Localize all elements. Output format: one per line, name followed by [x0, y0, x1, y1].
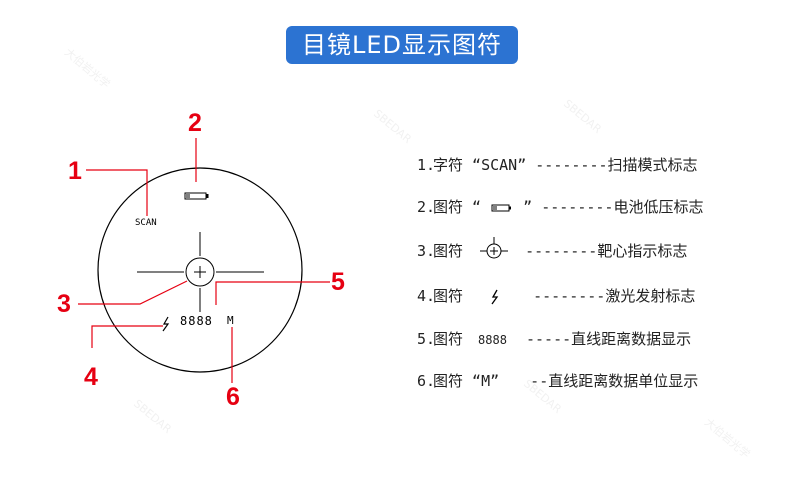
callout-5: 5 [331, 268, 345, 296]
legend-dashes: -------- [541, 198, 614, 216]
legend-index: 5. [417, 330, 436, 348]
legend-dashes: -------- [533, 287, 606, 305]
legend-symbol: “ ” [472, 198, 533, 216]
legend-label: 图符 [433, 241, 464, 260]
legend-desc: 直线距离数据显示 [571, 330, 692, 348]
legend-desc: 靶心指示标志 [597, 241, 688, 260]
legend-index: 2. [417, 198, 436, 216]
legend-label: 图符 [433, 372, 464, 390]
callout-6: 6 [226, 383, 240, 411]
legend-symbol [490, 284, 500, 308]
legend-desc: 直线距离数据单位显示 [548, 372, 699, 390]
legend-dashes: -------- [525, 241, 598, 260]
distance-digits: 8888 [180, 314, 213, 328]
battery-icon [491, 204, 512, 211]
laser-icon [162, 316, 170, 332]
legend-item-crosshair: 3.图符 --------靶心指示标志 [417, 237, 687, 261]
legend-item-battery: 2.图符 “ ” --------电池低压标志 [417, 195, 703, 219]
legend-label: 图符 [433, 287, 464, 305]
legend-item-digits: 5.图符 8888 -----直线距离数据显示 [417, 327, 691, 351]
callout-3: 3 [57, 290, 71, 318]
legend-label: 图符 [433, 198, 464, 216]
legend-desc: 扫描模式标志 [607, 156, 698, 174]
legend-symbol: 8888 [478, 333, 507, 347]
laser-icon [491, 289, 499, 304]
legend-item-laser: 4.图符 --------激光发射标志 [417, 284, 695, 308]
battery-icon [184, 192, 209, 200]
callout-1: 1 [68, 157, 82, 185]
legend-label: 字符 [433, 156, 464, 174]
unit-indicator: M [227, 314, 234, 327]
legend-index: 6. [417, 372, 436, 390]
eyepiece-circle [97, 167, 303, 373]
crosshair-icon [137, 232, 264, 312]
callout-2: 2 [188, 109, 202, 137]
crosshair-icon [480, 237, 509, 259]
scan-indicator: SCAN [135, 218, 157, 228]
legend-label: 图符 [433, 330, 464, 348]
legend-index: 1. [417, 156, 436, 174]
legend-dashes: ----- [525, 330, 572, 348]
legend-dashes: -------- [535, 156, 608, 174]
legend-dashes: -- [530, 372, 549, 390]
legend-symbol: “SCAN” [472, 156, 527, 174]
legend-index: 3. [417, 241, 436, 260]
legend-symbol: “M” [472, 372, 500, 390]
callout-4: 4 [84, 363, 98, 391]
callout-lines [78, 138, 330, 383]
legend-desc: 激光发射标志 [605, 287, 696, 305]
legend-item-unit: 6.图符 “M” --直线距离数据单位显示 [417, 369, 698, 393]
legend-symbol [480, 237, 509, 265]
legend-desc: 电池低压标志 [613, 198, 704, 216]
page-title: 目镜LED显示图符 [286, 26, 518, 64]
legend-item-scan: 1.字符 “SCAN” --------扫描模式标志 [417, 153, 698, 177]
legend-index: 4. [417, 287, 436, 305]
